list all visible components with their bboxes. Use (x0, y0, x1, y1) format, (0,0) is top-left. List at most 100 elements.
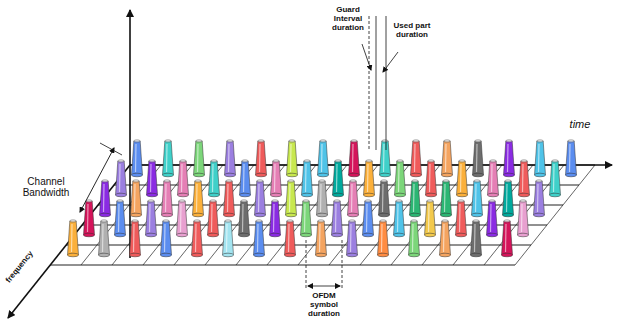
pulse-top (536, 180, 542, 182)
pulse-base (316, 253, 327, 257)
pulse-highlight (273, 204, 275, 232)
pulse-top (117, 200, 123, 202)
pulse-highlight (319, 224, 321, 252)
time-axis-label: time (560, 118, 600, 130)
pulse-body (100, 181, 111, 215)
pulse-body (302, 161, 313, 195)
pulse-highlight (304, 204, 306, 232)
pulse-highlight (133, 224, 135, 252)
pulse-base (364, 193, 375, 197)
subcarrier-pulse (240, 160, 251, 197)
pulse-highlight (119, 164, 121, 192)
pulse-highlight (522, 164, 524, 192)
pulse-base (394, 233, 405, 237)
pulse-top (70, 220, 76, 222)
pulse-body (379, 181, 390, 215)
pulse-body (364, 161, 375, 195)
pulse-highlight (211, 204, 213, 232)
pulse-base (287, 173, 298, 177)
subcarrier-pulse (130, 220, 141, 257)
pulse-base (379, 213, 390, 217)
pulse-highlight (71, 224, 73, 252)
subcarrier-pulse (332, 200, 343, 237)
pulse-base (271, 193, 282, 197)
pulse-top (350, 180, 356, 182)
pulse-body (347, 221, 358, 255)
pulse-top (365, 200, 371, 202)
pulse-body (208, 201, 219, 235)
pulse-body (411, 141, 422, 175)
pulse-highlight (288, 224, 290, 252)
subcarrier-pulse (471, 220, 482, 257)
pulse-top (506, 140, 512, 142)
pulse-body (318, 141, 329, 175)
pulse-top (164, 180, 170, 182)
pulse-highlight (444, 184, 446, 212)
pulse-top (520, 200, 526, 202)
subcarrier-pulse (208, 200, 219, 237)
pulse-base (441, 213, 452, 217)
pulse-highlight (429, 164, 431, 192)
pulse-base (100, 213, 111, 217)
pulse-base (192, 253, 203, 257)
pulse-top (148, 200, 154, 202)
pulse-base (456, 233, 467, 237)
pulse-body (163, 141, 174, 175)
pulse-top (242, 160, 248, 162)
pulse-body (487, 201, 498, 235)
subcarrier-pulse (317, 180, 328, 217)
pulse-top (179, 200, 185, 202)
subcarrier-pulse (487, 200, 498, 237)
pulse-base (488, 193, 499, 197)
pulse-base (225, 173, 236, 177)
pulse-highlight (414, 144, 416, 172)
pulse-top (165, 140, 171, 142)
pulse-body (99, 221, 110, 255)
pulse-body (317, 181, 328, 215)
subcarrier-pulse (84, 200, 95, 237)
subcarrier-pulse (285, 220, 296, 257)
pulse-base (363, 233, 374, 237)
pulse-highlight (166, 144, 168, 172)
subcarrier-pulse (394, 200, 405, 237)
used-part-leader (383, 52, 398, 72)
pulse-base (147, 193, 158, 197)
subcarrier-pulse (395, 160, 406, 197)
pulse-highlight (506, 184, 508, 212)
pulse-body (287, 141, 298, 175)
pulse-top (163, 220, 169, 222)
pulse-highlight (335, 204, 337, 232)
pulse-top (428, 160, 434, 162)
pulse-base (116, 193, 127, 197)
pulse-top (444, 140, 450, 142)
pulse-base (256, 173, 267, 177)
pulse-top (256, 220, 262, 222)
pulse-body (270, 201, 281, 235)
pulse-base (534, 213, 545, 217)
subcarrier-pulse (271, 160, 282, 197)
pulse-body (456, 201, 467, 235)
pulse-highlight (445, 144, 447, 172)
pulse-highlight (475, 184, 477, 212)
pulse-base (224, 213, 235, 217)
pulse-top (473, 220, 479, 222)
subcarrier-pulse (100, 180, 111, 217)
pulse-highlight (274, 164, 276, 192)
pulse-base (409, 253, 420, 257)
pulse-top (397, 160, 403, 162)
pulse-top (318, 220, 324, 222)
pulse-base (502, 253, 513, 257)
pulse-body (132, 141, 143, 175)
pulse-highlight (381, 224, 383, 252)
pulse-highlight (289, 184, 291, 212)
subcarrier-pulse (348, 180, 359, 217)
pulse-body (333, 161, 344, 195)
pulse-top (490, 160, 496, 162)
subcarrier-pulse (223, 220, 234, 257)
subcarrier-pulse (441, 180, 452, 217)
pulse-top (443, 180, 449, 182)
pulse-base (302, 193, 313, 197)
pulse-base (194, 173, 205, 177)
subcarrier-pulse (163, 140, 174, 177)
pulse-body (410, 181, 421, 215)
